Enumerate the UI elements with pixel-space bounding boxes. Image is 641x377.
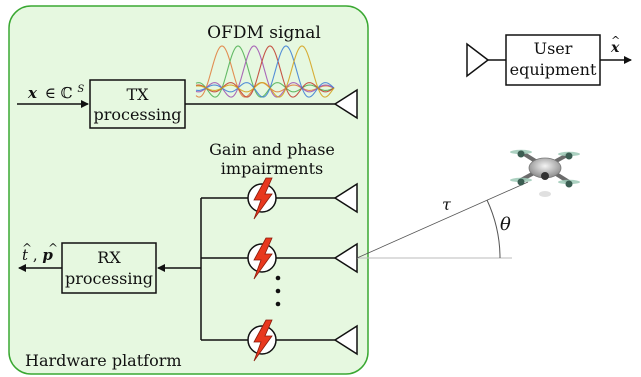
- ue-output-hat: ^: [611, 34, 620, 47]
- rx-output-hat-t: ^: [22, 241, 32, 255]
- rx-box-line1: RX: [97, 248, 121, 267]
- ofdm-signal-label: OFDM signal: [207, 23, 321, 43]
- rx-output-sep: ,: [33, 246, 43, 264]
- rx-branch-1: [201, 177, 358, 220]
- tx-input-superscript: S: [77, 84, 84, 95]
- rx-box-line2: processing: [65, 269, 153, 288]
- ue-antenna-icon: [466, 42, 490, 78]
- impairment-icon: [247, 177, 277, 220]
- ofdm-subcarrier: [195, 45, 335, 98]
- theta-label: θ: [500, 214, 511, 235]
- tau-label: τ: [442, 195, 452, 214]
- ofdm-subcarrier: [195, 45, 335, 98]
- ofdm-subcarrier: [195, 45, 335, 98]
- tx-box-line2: processing: [93, 105, 181, 124]
- rx-branch-2: [201, 237, 358, 280]
- drone-icon: [510, 149, 580, 197]
- tx-input-symbol: x: [27, 84, 38, 102]
- rx-branch-3: [201, 319, 358, 362]
- rx-output-t: t: [22, 246, 29, 264]
- impairment-icon: [247, 319, 277, 362]
- tx-antenna-icon: [333, 88, 358, 120]
- antenna-ellipsis: [275, 275, 281, 307]
- propagation-ray: [356, 181, 529, 259]
- hardware-platform-label: Hardware platform: [25, 351, 182, 370]
- ofdm-waveform: [195, 45, 335, 98]
- ofdm-subcarrier: [195, 45, 335, 98]
- impairments-label-line1: Gain and phase: [209, 140, 335, 159]
- ue-box-line1: User: [534, 39, 573, 58]
- impairments-label-line2: impairments: [221, 159, 323, 178]
- rx-antenna-icon: [333, 324, 358, 356]
- rx-output-p: p: [42, 246, 53, 264]
- impairment-icon: [247, 237, 277, 280]
- tx-input-set: ∈ ℂ: [45, 84, 73, 102]
- hardware-platform-container: [8, 5, 369, 375]
- rx-output-hat-p: ^: [48, 241, 58, 255]
- rx-antenna-icon: [333, 182, 358, 214]
- ofdm-subcarrier: [195, 45, 335, 98]
- ue-box-line2: equipment: [510, 60, 597, 79]
- tx-input-label: x ∈ ℂ S: [27, 84, 84, 102]
- ue-output-label: x: [610, 40, 620, 56]
- ofdm-subcarrier: [195, 45, 335, 98]
- tx-box-line1: TX: [126, 85, 149, 104]
- rx-output-label: t , p: [22, 246, 53, 264]
- theta-arc: [486, 199, 501, 259]
